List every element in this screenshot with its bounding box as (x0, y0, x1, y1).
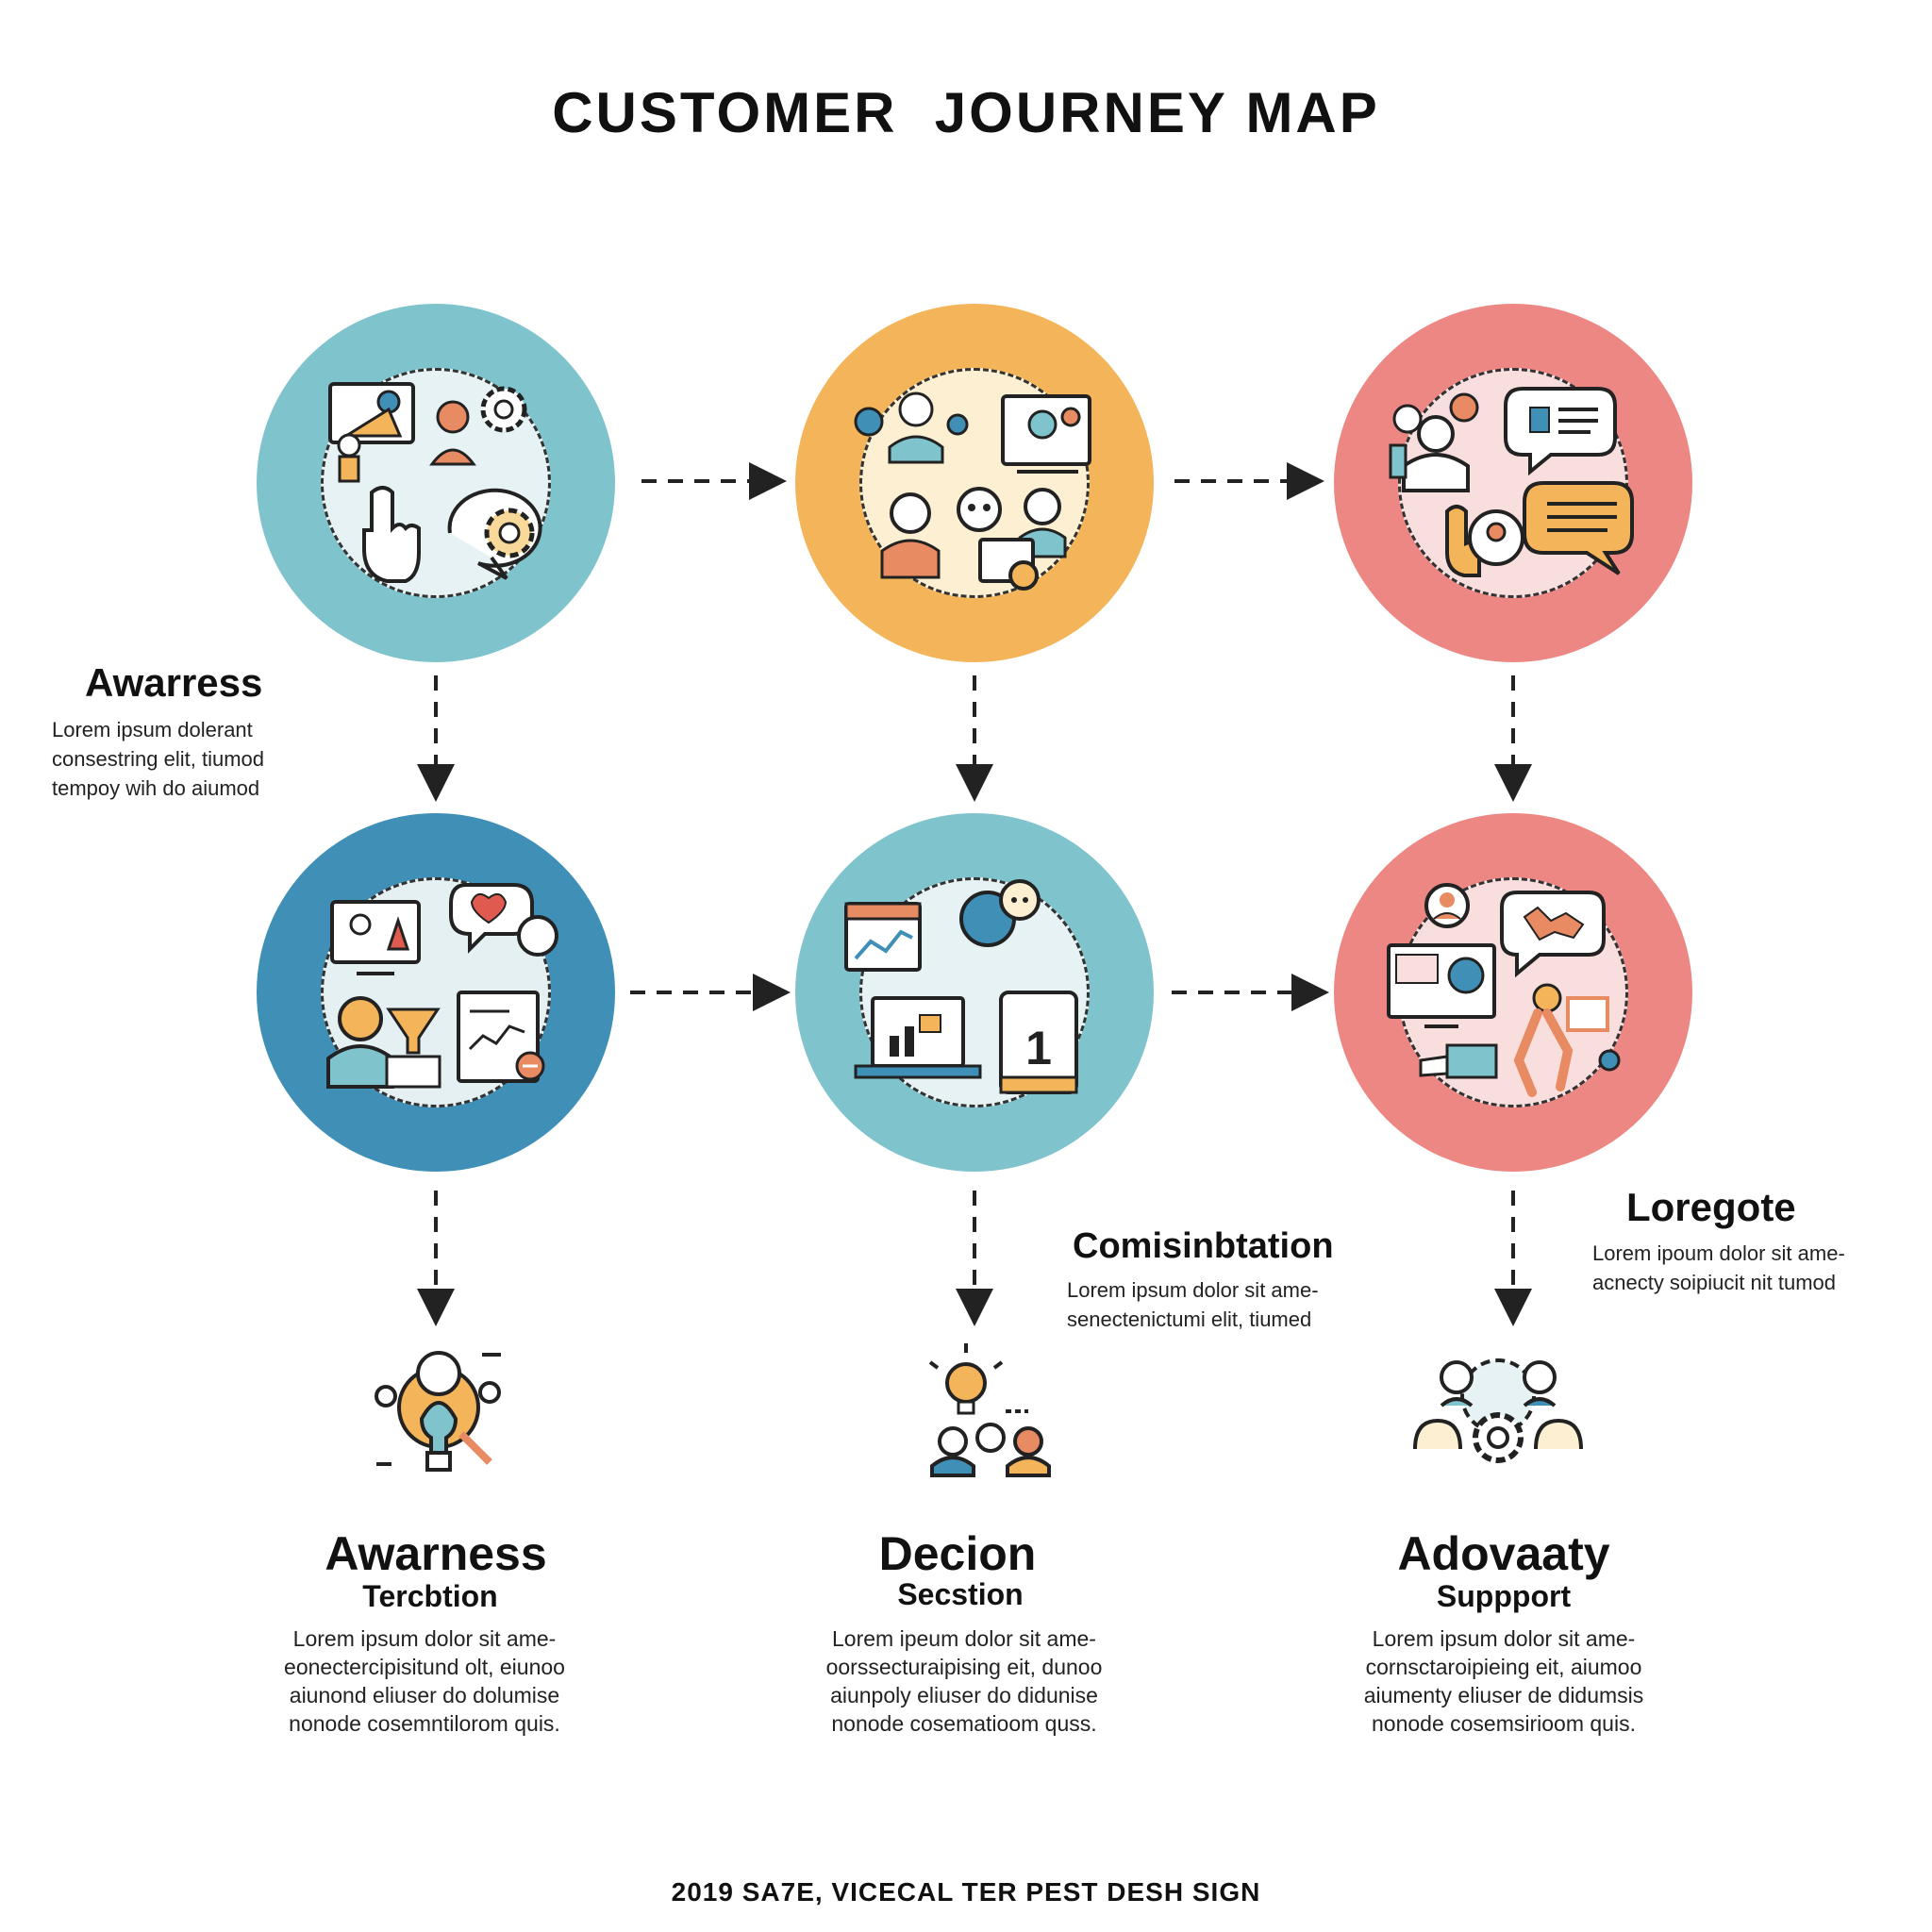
stage-title-3: Adovaaty (1397, 1527, 1610, 1580)
chart-card-icon (457, 991, 545, 1083)
map-bubble-icon (1500, 891, 1606, 978)
chat-bubble-icon (1504, 387, 1617, 476)
monitor-icon (330, 900, 421, 975)
side-label-title-2: Comisinbtation (1073, 1226, 1334, 1266)
side-label-desc-2: Lorem ipsum dolor sit ame- senectenictum… (1067, 1278, 1319, 1331)
stage-circle-6 (1334, 813, 1692, 1172)
profile-icon (1424, 883, 1470, 928)
stage-desc-2: Lorem ipeum dolor sit ame- oorssecturaip… (825, 1626, 1103, 1736)
team-gear-icon (1413, 1358, 1583, 1463)
monitor-person-icon (328, 382, 415, 483)
stage-subtitle-2: Secstion (897, 1577, 1024, 1611)
gear-speech-icon (447, 488, 542, 580)
stage-circle-1 (257, 304, 615, 662)
calendar-icon (844, 902, 922, 972)
stage-circle-4 (257, 813, 615, 1172)
worker-icon (1419, 983, 1621, 1097)
dashboard-icon (1387, 943, 1496, 1028)
stage-desc-3: Lorem ipsum dolor sit ame- cornsctaroipi… (1363, 1626, 1644, 1736)
list-bubble-icon (1523, 481, 1634, 575)
stage-subtitle-3: Suppport (1436, 1579, 1572, 1613)
svg-text:1: 1 (1025, 1022, 1052, 1074)
woman-gear-icon (429, 386, 527, 466)
card-icon (978, 538, 1039, 591)
person-funnel-icon (326, 996, 441, 1089)
stage-circle-2 (795, 304, 1154, 662)
lightbulb-head-icon (375, 1351, 501, 1472)
laptop-chart-icon (854, 996, 982, 1079)
video-screen-icon (1001, 394, 1091, 474)
stage-title-2: Decion (878, 1527, 1037, 1580)
side-label-desc-1: Lorem ipsum dolerant consestring elit, t… (52, 718, 264, 800)
side-label-title-3: Loregote (1626, 1185, 1796, 1229)
pointing-hand-icon (362, 486, 421, 583)
people-group-icon (854, 391, 969, 464)
face-icon (880, 487, 1067, 579)
stage-subtitle-1: Tercbtion (362, 1579, 498, 1613)
stage-circle-5: 1 (795, 813, 1154, 1172)
stage-title-1: Awarness (325, 1527, 547, 1580)
group-icon (1389, 392, 1479, 492)
hand-icon (1445, 505, 1524, 577)
side-label-title-1: Awarress (85, 660, 263, 705)
footer-text: 2019 SA7E, VICECAL TER PEST DESH SIGN (671, 1877, 1261, 1907)
stage-circle-3 (1334, 304, 1692, 662)
bubble-icon (959, 879, 1041, 947)
side-label-desc-3: Lorem ipoum dolor sit ame- acnecty soipi… (1592, 1241, 1845, 1294)
idea-team-icon (928, 1343, 1051, 1477)
phone-icon: 1 (999, 991, 1078, 1094)
page-title: CUSTOMER JOURNEY MAP (552, 81, 1380, 144)
stage-desc-1: Lorem ipsum dolor sit ame- eonectercipis… (284, 1626, 565, 1736)
heart-bubble-icon (449, 883, 558, 957)
